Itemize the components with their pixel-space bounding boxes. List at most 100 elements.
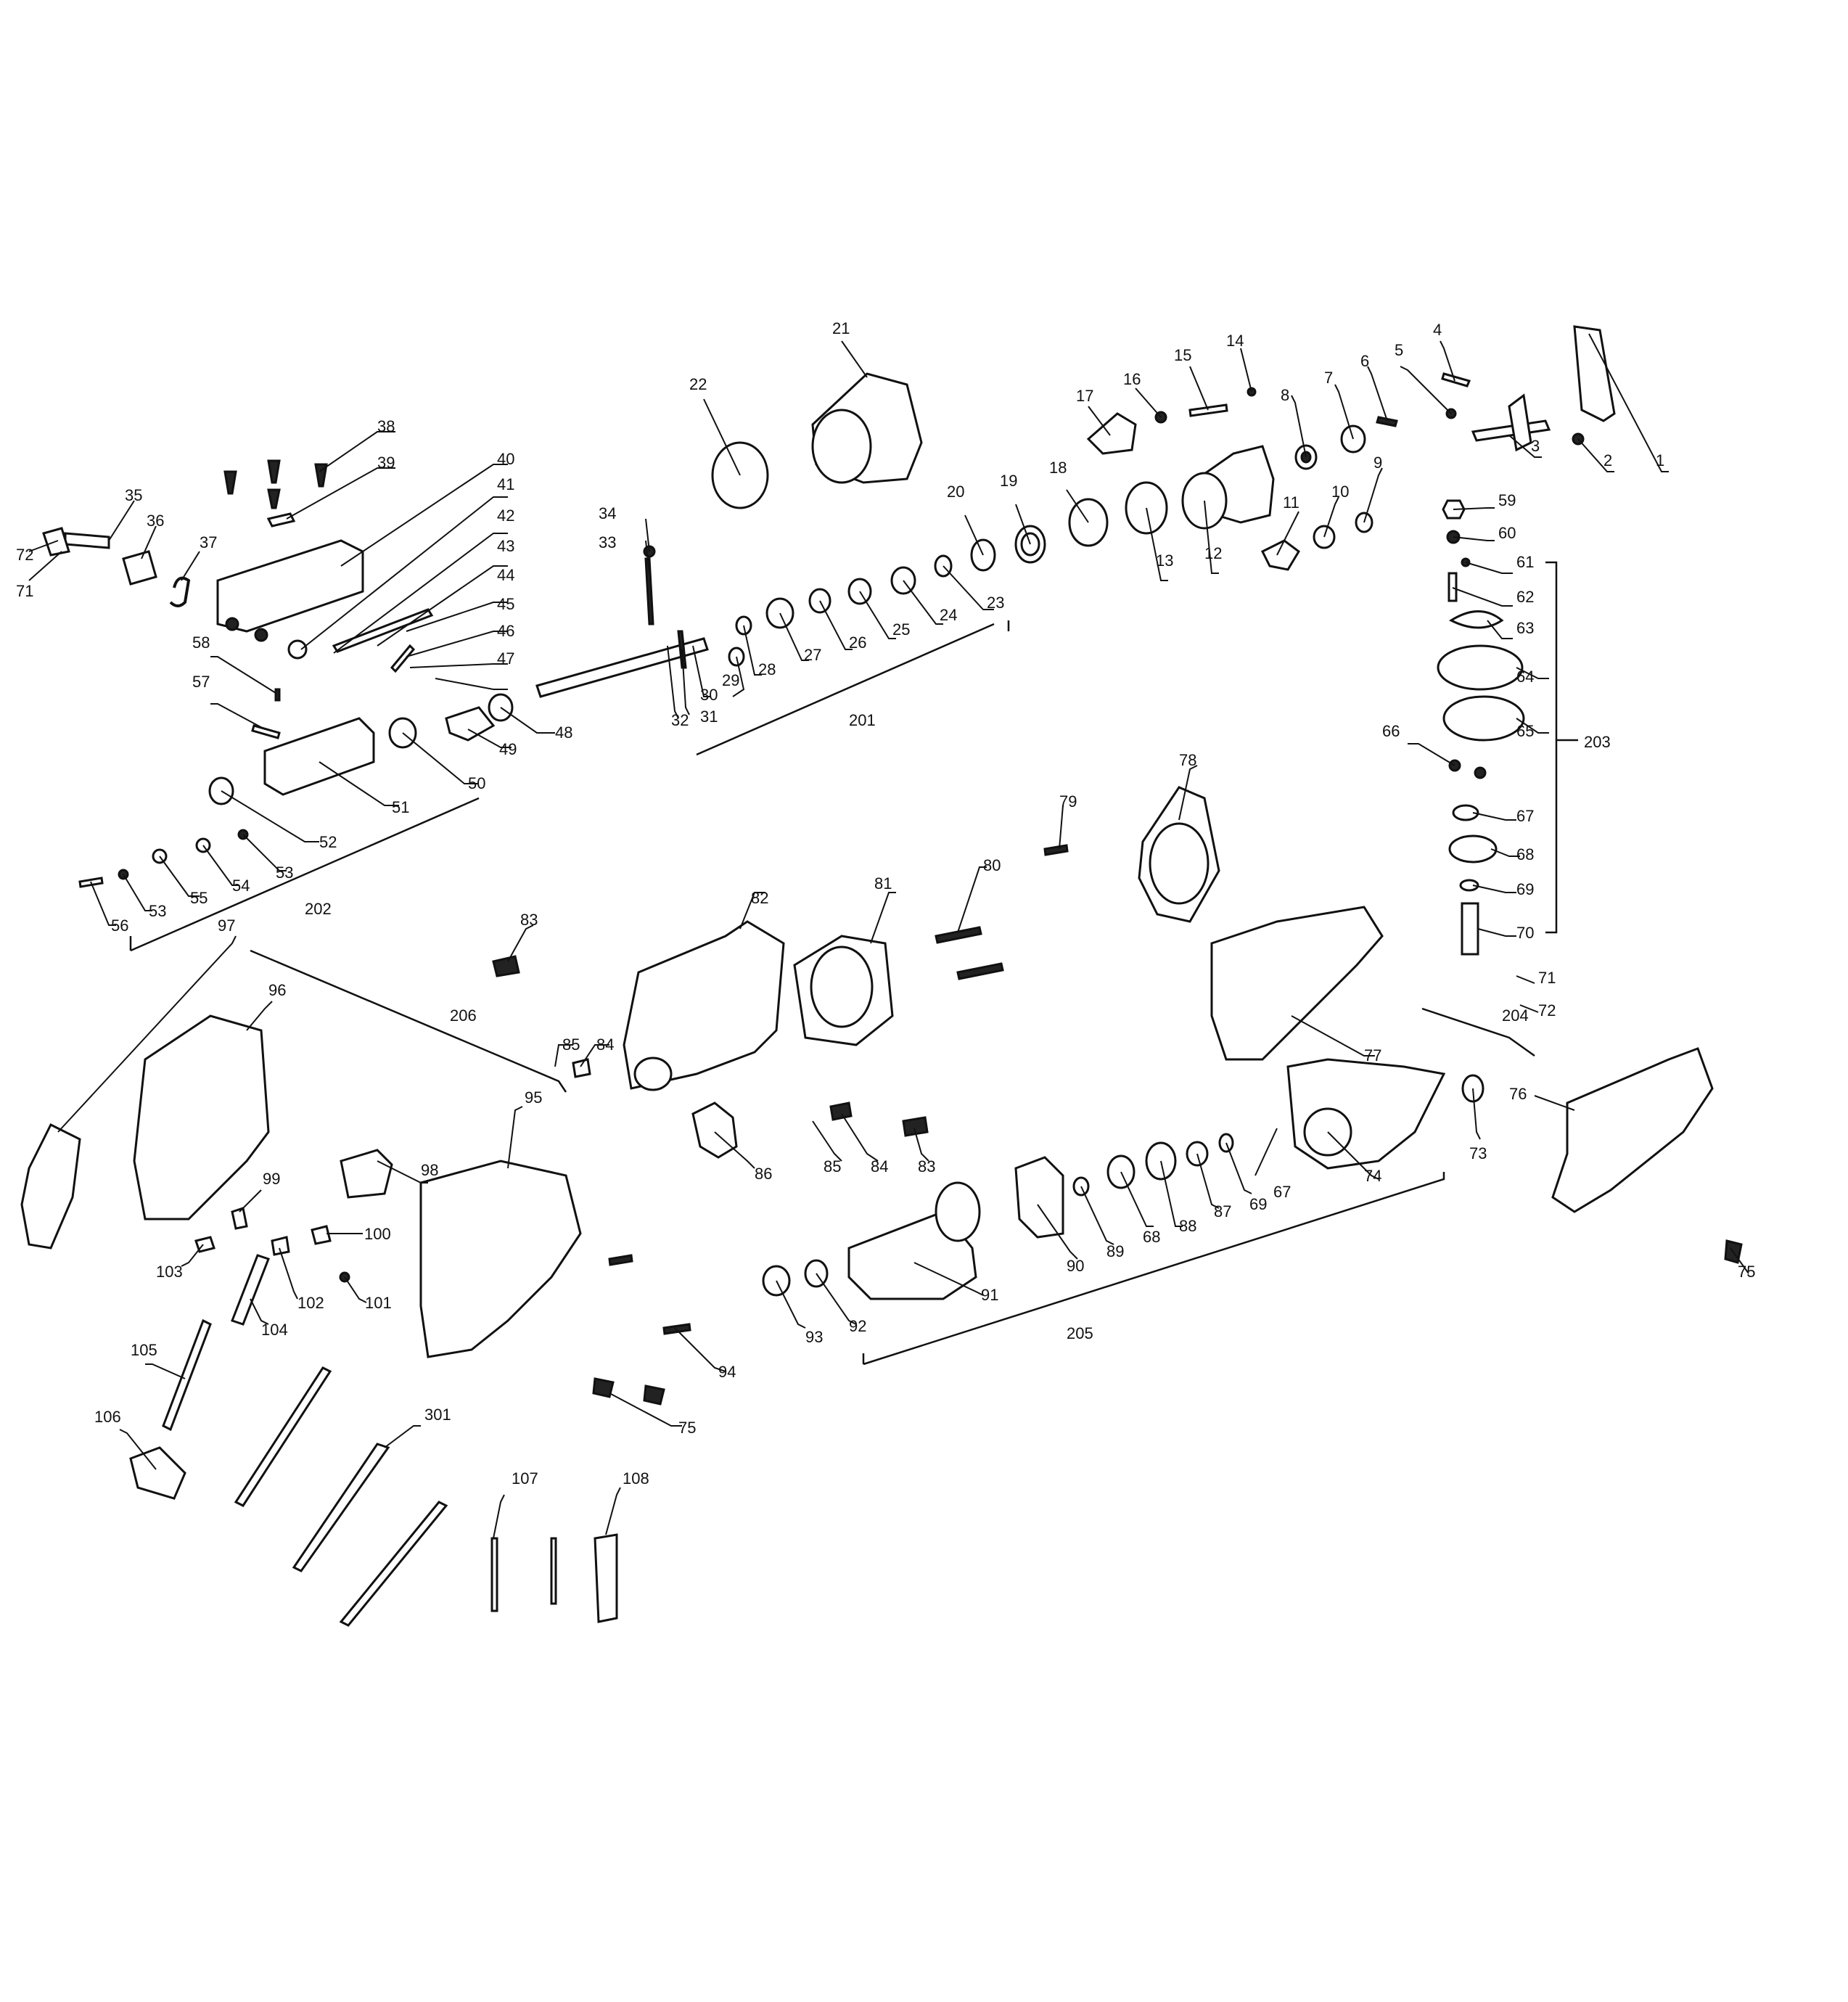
part-77-housing — [1210, 906, 1384, 1061]
part-95-handle-half — [419, 1160, 582, 1358]
label-41: 41 — [497, 475, 514, 493]
label-39: 39 — [377, 454, 395, 472]
label-30: 30 — [700, 686, 718, 704]
label-62: 62 — [1516, 588, 1534, 606]
label-38: 38 — [377, 417, 395, 435]
label-57: 57 — [192, 673, 210, 691]
part-78-ring — [1149, 822, 1210, 905]
label-95: 95 — [525, 1088, 542, 1107]
label-5: 5 — [1395, 341, 1403, 359]
part-68-bearing — [1448, 834, 1498, 863]
label-18: 18 — [1049, 459, 1067, 477]
label-52: 52 — [319, 833, 337, 851]
group-label-202: 202 — [305, 900, 332, 918]
label-97: 97 — [218, 916, 235, 935]
label-50: 50 — [468, 774, 485, 792]
label-71: 71 — [1538, 969, 1556, 987]
bracket-205 — [862, 1172, 1445, 1366]
label-36: 36 — [147, 512, 164, 530]
label-23: 23 — [987, 594, 1004, 612]
part-40-foot-a — [225, 617, 239, 631]
label-20: 20 — [947, 483, 964, 501]
label-75: 75 — [1738, 1263, 1755, 1281]
label-12: 12 — [1204, 544, 1222, 562]
label-93: 93 — [805, 1328, 823, 1346]
label-56: 56 — [111, 916, 128, 935]
label-8: 8 — [1281, 386, 1289, 404]
label-32: 32 — [671, 711, 689, 729]
label-85b: 85 — [824, 1157, 841, 1176]
label-3: 3 — [1531, 437, 1540, 455]
label-108: 108 — [623, 1469, 649, 1488]
part-65-gear — [1442, 695, 1525, 742]
label-37: 37 — [200, 533, 217, 551]
part-63-cam — [1448, 610, 1504, 629]
group-labels: 201 202 203 204 205 206 301 — [305, 711, 1611, 1424]
label-89: 89 — [1106, 1242, 1124, 1260]
part-83-brush-holder — [492, 955, 520, 977]
label-83b: 83 — [918, 1157, 935, 1176]
label-68: 68 — [1516, 845, 1534, 863]
part-17-lever — [1086, 412, 1137, 455]
part-11-lever — [1260, 539, 1300, 571]
part-35-terminal — [64, 532, 110, 549]
label-82: 82 — [751, 889, 768, 907]
part-66-screw-b — [1474, 766, 1487, 779]
label-90: 90 — [1067, 1257, 1084, 1275]
part-39-clip — [266, 512, 296, 528]
part-94-screw-b — [662, 1323, 691, 1335]
label-55: 55 — [190, 889, 208, 907]
label-78: 78 — [1179, 751, 1196, 769]
label-19: 19 — [1000, 472, 1017, 490]
part-301-blade-b — [292, 1443, 390, 1572]
part-91-fan — [935, 1181, 981, 1242]
label-34: 34 — [599, 504, 616, 522]
part-57-pin — [251, 724, 281, 739]
label-73: 73 — [1469, 1144, 1487, 1162]
label-14: 14 — [1226, 332, 1244, 350]
part-81-bore — [810, 945, 874, 1028]
group-label-201: 201 — [849, 711, 876, 729]
part-104-sleeve — [231, 1254, 270, 1326]
part-49-clamp — [445, 706, 496, 742]
part-97-grip — [20, 1123, 81, 1250]
label-43: 43 — [497, 537, 514, 555]
label-16: 16 — [1123, 370, 1141, 388]
label-84: 84 — [596, 1035, 614, 1054]
label-94: 94 — [718, 1363, 736, 1381]
label-29: 29 — [722, 671, 739, 689]
part-90-plate — [1014, 1156, 1064, 1239]
label-81: 81 — [874, 874, 892, 893]
bracket-201 — [696, 620, 1010, 756]
bracket-202 — [129, 797, 480, 952]
group-label-206: 206 — [450, 1006, 477, 1025]
part-107-key — [490, 1537, 498, 1612]
label-17: 17 — [1076, 387, 1093, 405]
label-88: 88 — [1179, 1217, 1196, 1235]
label-84b: 84 — [871, 1157, 888, 1176]
label-75-left: 75 — [678, 1419, 696, 1437]
leader-lines — [28, 333, 1749, 1539]
label-1: 1 — [1656, 451, 1664, 469]
label-67: 67 — [1516, 807, 1534, 825]
label-53: 53 — [276, 863, 293, 882]
label-49: 49 — [499, 740, 517, 758]
bracket-204 — [1421, 1007, 1535, 1057]
label-53b: 53 — [149, 902, 166, 920]
label-72: 72 — [1538, 1001, 1556, 1020]
label-48: 48 — [555, 723, 572, 742]
part-108-tool — [594, 1533, 618, 1623]
part-3-fork — [1508, 393, 1532, 452]
label-15: 15 — [1174, 346, 1191, 364]
part-38-screw-b — [267, 459, 281, 484]
label-7: 7 — [1324, 369, 1333, 387]
label-107: 107 — [512, 1469, 538, 1488]
part-4-pin — [1441, 372, 1471, 387]
label-61: 61 — [1516, 553, 1534, 571]
part-98-switch — [340, 1149, 393, 1199]
part-44-rod — [332, 608, 434, 653]
label-4: 4 — [1433, 321, 1442, 339]
group-label-204: 204 — [1502, 1006, 1529, 1025]
parts-drawings — [20, 325, 1743, 1627]
part-84-brush-b — [829, 1101, 853, 1121]
